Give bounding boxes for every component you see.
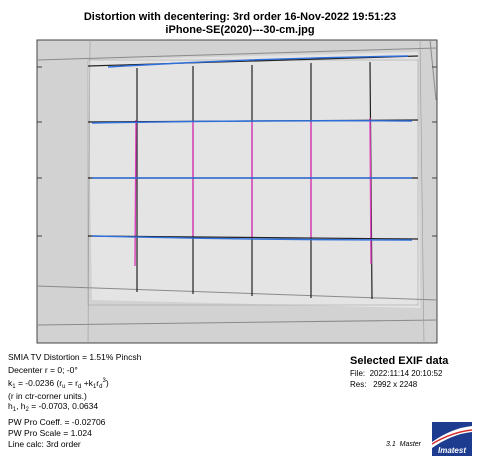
svg-text:Imatest: Imatest <box>438 446 466 455</box>
file-name: iPhone-SE(2020)---30-cm.jpg <box>165 24 315 36</box>
frame-line <box>36 285 438 301</box>
smia-distortion: SMIA TV Distortion = 1.51% Pincsh <box>8 352 142 362</box>
exif-res: Res: 2992 x 2248 <box>350 380 418 389</box>
distortion-image-plot <box>36 39 438 344</box>
line-calc: Line calc: 3rd order <box>8 439 81 449</box>
imatest-logo: Imatest <box>432 422 472 456</box>
units-note: (r in ctr-corner units.) <box>8 391 87 401</box>
frame-line <box>36 47 438 61</box>
frame-line <box>36 319 438 326</box>
chart-target <box>88 52 420 308</box>
frame-line <box>87 39 91 344</box>
chart-title: Distortion with decentering: 3rd order 1… <box>83 11 397 23</box>
pw-pro-scale: PW Pro Scale = 1.024 <box>8 428 92 438</box>
exif-title: Selected EXIF data <box>350 355 449 367</box>
h-coefficients: h1, h2 = -0.0703, 0.0634 <box>8 401 99 413</box>
frame-line <box>419 39 425 344</box>
exif-file: File: 2022:11:14 20:10:52 <box>350 369 443 378</box>
pw-pro-coeff: PW Pro Coeff. = -0.02706 <box>8 417 106 427</box>
k1-equation: k1 = -0.0236 (ru = rd +k1rd3) <box>8 378 109 390</box>
measured-horizontal-lines <box>91 55 413 241</box>
version-label: 3.1 Master <box>386 441 422 448</box>
decenter-value: Decenter r = 0; -0° <box>8 365 78 375</box>
frame-line <box>429 39 437 101</box>
